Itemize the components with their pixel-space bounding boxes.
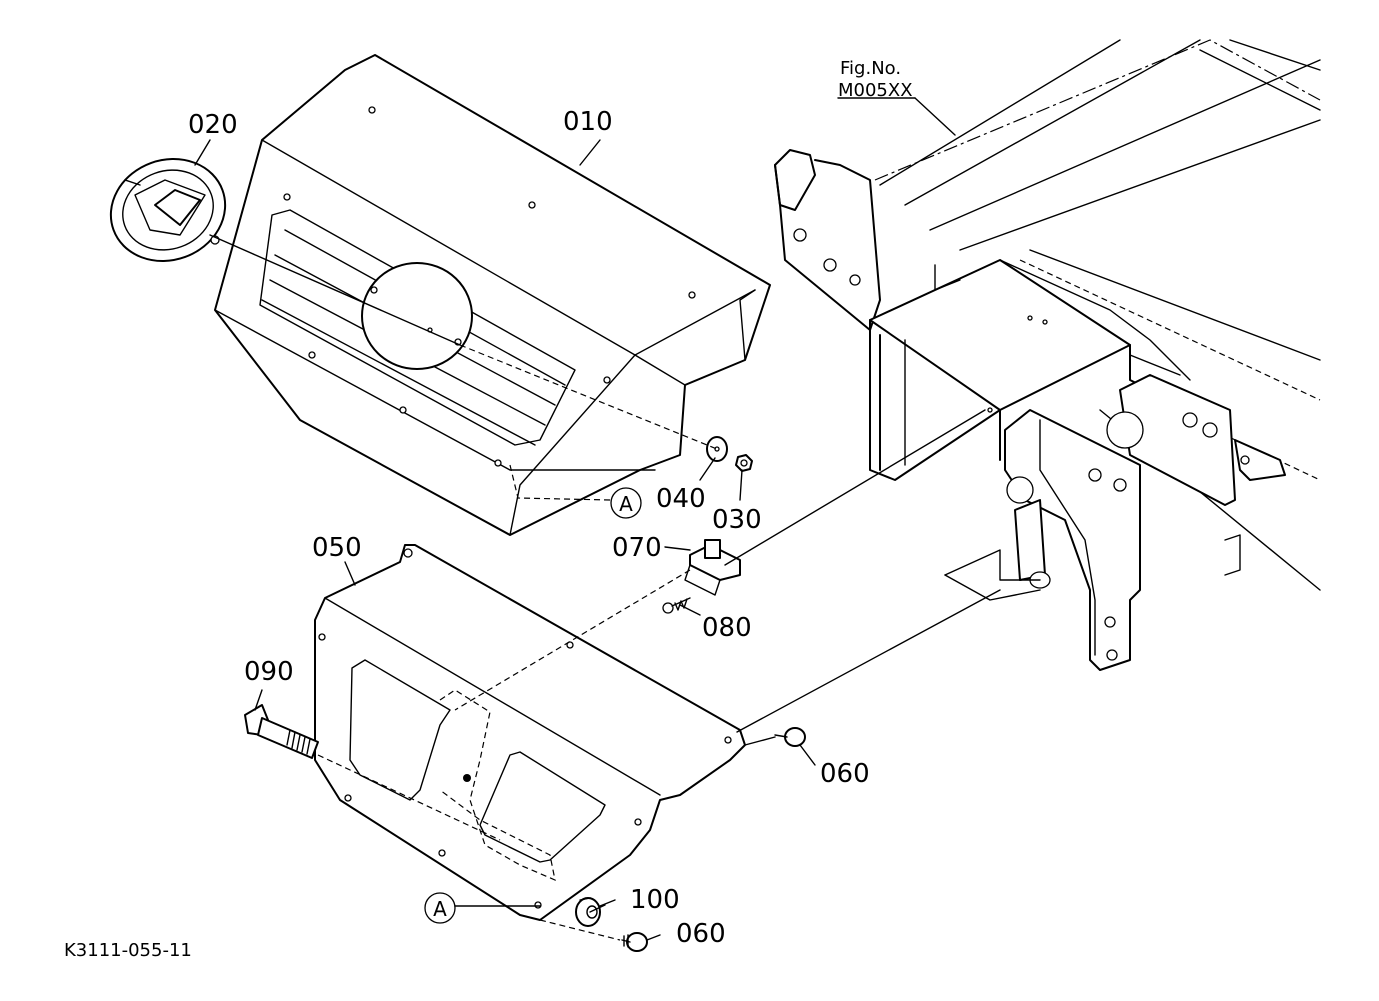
screw-part-060-bottom	[621, 932, 648, 952]
bolt-part-090	[244, 704, 319, 759]
reference-mark-a-lower: A	[424, 892, 541, 924]
part-label-070: 070	[612, 533, 662, 563]
screw-part-060-right	[774, 727, 806, 747]
part-label-040: 040	[656, 484, 706, 514]
part-label-030: 030	[712, 505, 762, 535]
part-label-060-bottom: 060	[676, 919, 726, 949]
part-label-090: 090	[244, 657, 294, 687]
drawing-code: K3111-055-11	[64, 940, 192, 961]
washer-part-040	[706, 436, 728, 462]
part-label-020: 020	[188, 110, 238, 140]
clip-part-070	[684, 539, 741, 596]
screw-part-080	[662, 597, 691, 614]
part-label-050: 050	[312, 533, 362, 563]
chassis-frame	[774, 39, 1321, 671]
part-label-080: 080	[702, 613, 752, 643]
assembly-lines	[209, 234, 1001, 941]
leader-lines	[194, 139, 816, 941]
figure-ref-number: M005XX	[838, 80, 913, 101]
reference-mark-a-upper-text: A	[619, 492, 633, 516]
emblem-part-020	[109, 157, 227, 263]
spacer-part-100	[575, 897, 601, 927]
grille-cover-part-010	[214, 54, 771, 536]
figure-ref-label: Fig.No.	[840, 58, 901, 79]
part-label-100: 100	[630, 885, 680, 915]
part-label-060-right: 060	[820, 759, 870, 789]
lower-panel-part-050	[314, 544, 746, 921]
part-label-010: 010	[563, 107, 613, 137]
reference-mark-a-lower-text: A	[433, 897, 447, 921]
figure-ref-leader	[914, 97, 956, 136]
nut-part-030	[735, 454, 753, 472]
reference-mark-a-upper: A	[610, 487, 642, 519]
